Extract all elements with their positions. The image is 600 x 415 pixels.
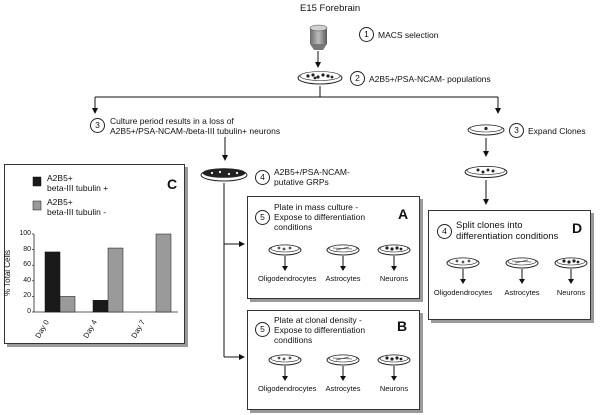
panel-d-line1: Split clones into: [456, 220, 523, 231]
legend-swatches: [32, 176, 42, 211]
step-4-left-marker: 4: [255, 170, 270, 185]
step-3-left-marker: 3: [90, 118, 105, 133]
bar-2-day-0: [59, 296, 76, 313]
panel-d-line2: differentiation conditions: [456, 231, 559, 242]
panel-a-line1: Plate in mass culture -: [274, 202, 359, 212]
panel-a-outcome-2: Astrocytes: [325, 274, 361, 283]
dish-icon-main: [297, 71, 343, 85]
legend-entry-2-line2: beta-III tubulin -: [47, 207, 107, 217]
dish-icon-grp: [200, 168, 248, 182]
step-4-left-line2: putative GRPs: [274, 177, 329, 187]
y-tick-label: 0: [27, 308, 31, 315]
step-1-label: MACS selection: [378, 30, 439, 40]
panel-c-chart: [32, 233, 178, 313]
step-3-left-line2: A2B5+/PSA-NCAM-/beta-III tubulin+ neuron…: [110, 126, 281, 136]
step-3-right-label: Expand Clones: [528, 126, 586, 136]
panel-d-outcome-3: Neurons: [556, 288, 586, 297]
step-3-right-marker: 3: [509, 123, 524, 138]
legend-entry-2-line1: A2B5+: [47, 197, 73, 207]
dish-icon-clones: [464, 166, 508, 178]
panel-b-outcome-1: Oligodendrocytes: [258, 384, 317, 393]
panel-d-dishes-top: [446, 257, 588, 284]
y-tick-label: 20: [23, 292, 31, 300]
y-axis-label: % Total Cells: [3, 249, 13, 297]
panel-a-dishes-top: [268, 244, 411, 271]
bar-1-day-4: [92, 300, 109, 313]
panel-b-letter: B: [397, 318, 408, 334]
panel-a-outcome-1: Oligodendrocytes: [258, 274, 317, 283]
step-1-marker: 1: [359, 27, 374, 42]
macs-column-icon: [309, 24, 328, 50]
panel-a-outcome-3: Neurons: [379, 274, 409, 283]
y-tick-label: 100: [19, 230, 31, 237]
panel-a-letter: A: [398, 206, 409, 222]
step-3-left-line1: Culture period results in a loss of: [110, 116, 234, 126]
panel-d-letter: D: [572, 220, 583, 236]
panel-a-step-marker: 5: [255, 210, 270, 225]
panel-a-line3: conditions: [274, 222, 313, 232]
panel-b-outcome-2: Astrocytes: [325, 384, 361, 393]
panel-d-outcome-1: Oligodendrocytes: [433, 288, 493, 297]
panel-a-line2: Expose to differentiation: [274, 212, 366, 222]
step-2-label: A2B5+/PSA-NCAM- populations: [369, 74, 491, 84]
panel-c-letter: C: [167, 176, 178, 192]
legend-entry-1-line1: A2B5+: [47, 173, 73, 183]
dish-icon-expand: [467, 124, 505, 136]
panel-b-step-marker: 5: [255, 322, 270, 337]
legend-entry-1-line2: beta-III tubulin +: [47, 183, 109, 193]
panel-d-step-marker: 4: [437, 224, 452, 239]
panel-b-dishes-top: [268, 354, 411, 381]
legend-swatch-1: [32, 176, 42, 187]
panel-b-line2: Expose to differentiation: [274, 325, 366, 335]
step-2-marker: 2: [350, 71, 365, 86]
y-tick-label: 60: [23, 261, 31, 269]
bar-2-day-7: [155, 233, 172, 313]
bar-1-day-0: [44, 251, 61, 313]
y-tick-label: 80: [23, 245, 31, 253]
panel-b-line1: Plate at clonal density -: [274, 315, 362, 325]
panel-b-outcome-3: Neurons: [379, 384, 409, 393]
panel-d-outcome-2: Astrocytes: [504, 288, 540, 297]
diagram-title: E15 Forebrain: [300, 3, 361, 14]
legend-swatch-2: [32, 200, 42, 211]
bar-2-day-4: [107, 247, 124, 313]
step-4-left-line1: A2B5+/PSA-NCAM-: [274, 167, 350, 177]
panel-b-line3: conditions: [274, 335, 313, 345]
y-tick-label: 40: [23, 276, 31, 284]
